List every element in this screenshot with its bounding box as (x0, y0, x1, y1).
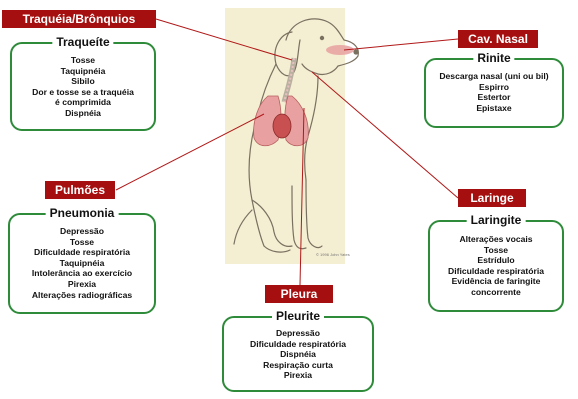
pleurite-title: Pleurite (272, 309, 324, 323)
laringite-title: Laringite (467, 213, 526, 227)
label-pulmoes: Pulmões (45, 181, 115, 199)
pneumonia-item: Depressão (10, 226, 154, 237)
laringite-item: Dificuldade respiratória (430, 266, 562, 277)
label-laringe: Laringe (458, 189, 526, 207)
pleurite-item: Depressão (224, 328, 372, 339)
pleurite-item: Respiração curta (224, 360, 372, 371)
laringite-item: concorrente (430, 287, 562, 298)
rinite-item: Epistaxe (426, 103, 562, 114)
pneumonia-item: Alterações radiográficas (10, 290, 154, 301)
pneumonia-item: Pirexia (10, 279, 154, 290)
pneumonia-title: Pneumonia (46, 206, 119, 220)
pleurite-item: Pirexia (224, 370, 372, 381)
label-traqueia-bronquios: Traquéia/Brônquios (2, 10, 156, 28)
pneumonia-item: Taquipnéia (10, 258, 154, 269)
traqueite-item: é comprimida (12, 97, 154, 108)
traqueite-title: Traqueíte (52, 35, 113, 49)
pneumonia-box: Pneumonia Depressão Tosse Dificuldade re… (8, 213, 156, 314)
pneumonia-item: Tosse (10, 237, 154, 248)
label-pleura: Pleura (265, 285, 333, 303)
rinite-title: Rinite (473, 51, 514, 65)
traqueite-item: Tosse (12, 55, 154, 66)
rinite-item: Descarga nasal (uni ou bil) (426, 71, 562, 82)
pleurite-item: Dificuldade respiratória (224, 339, 372, 350)
laringite-item: Tosse (430, 245, 562, 256)
traqueite-item: Sibilo (12, 76, 154, 87)
copyright-text: © 1996 John Yates (316, 252, 350, 257)
laringite-item: Estrídulo (430, 255, 562, 266)
traqueite-item: Dor e tosse se a traquéia (12, 87, 154, 98)
rinite-box: Rinite Descarga nasal (uni ou bil) Espir… (424, 58, 564, 128)
rinite-item: Espirro (426, 82, 562, 93)
rinite-item: Estertor (426, 92, 562, 103)
traqueite-item: Dispnéia (12, 108, 154, 119)
pneumonia-item: Intolerância ao exercício (10, 268, 154, 279)
laringite-box: Laringite Alterações vocais Tosse Estríd… (428, 220, 564, 312)
pleurite-item: Dispnéia (224, 349, 372, 360)
label-cav-nasal: Cav. Nasal (458, 30, 538, 48)
laringite-item: Alterações vocais (430, 234, 562, 245)
pneumonia-item: Dificuldade respiratória (10, 247, 154, 258)
traqueite-box: Traqueíte Tosse Taquipnéia Sibilo Dor e … (10, 42, 156, 131)
traqueite-item: Taquipnéia (12, 66, 154, 77)
laringite-item: Evidência de faringite (430, 276, 562, 287)
pleurite-box: Pleurite Depressão Dificuldade respirató… (222, 316, 374, 392)
